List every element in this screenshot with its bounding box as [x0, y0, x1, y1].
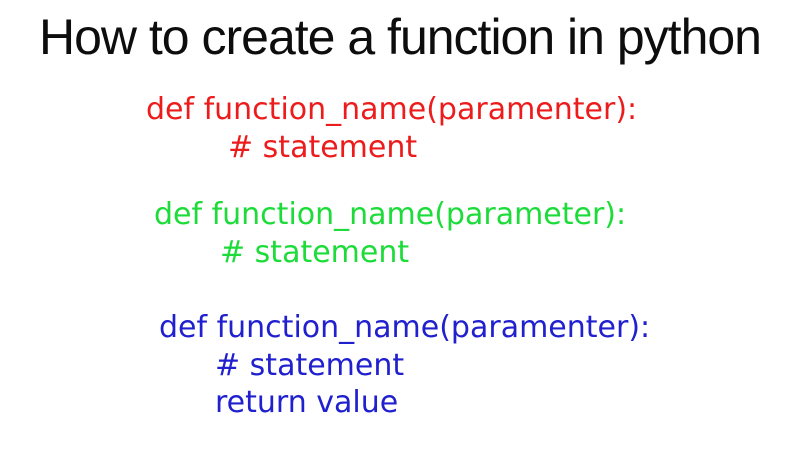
- code-line-def-green: def function_name(parameter):: [154, 197, 627, 232]
- code-line-def-blue: def function_name(paramenter):: [159, 310, 651, 345]
- code-line-return-blue: return value: [215, 385, 399, 420]
- code-line-def-red: def function_name(paramenter):: [146, 92, 638, 127]
- code-line-statement-green: # statement: [220, 234, 410, 270]
- code-example-green: def function_name(parameter): # statemen…: [154, 196, 626, 271]
- page-title: How to create a function in python: [38, 9, 762, 65]
- code-line-statement-red: # statement: [228, 129, 418, 165]
- code-example-red: def function_name(paramenter): # stateme…: [146, 91, 637, 166]
- code-example-blue: def function_name(paramenter): # stateme…: [159, 309, 650, 422]
- code-line-statement-blue: # statement: [215, 347, 405, 383]
